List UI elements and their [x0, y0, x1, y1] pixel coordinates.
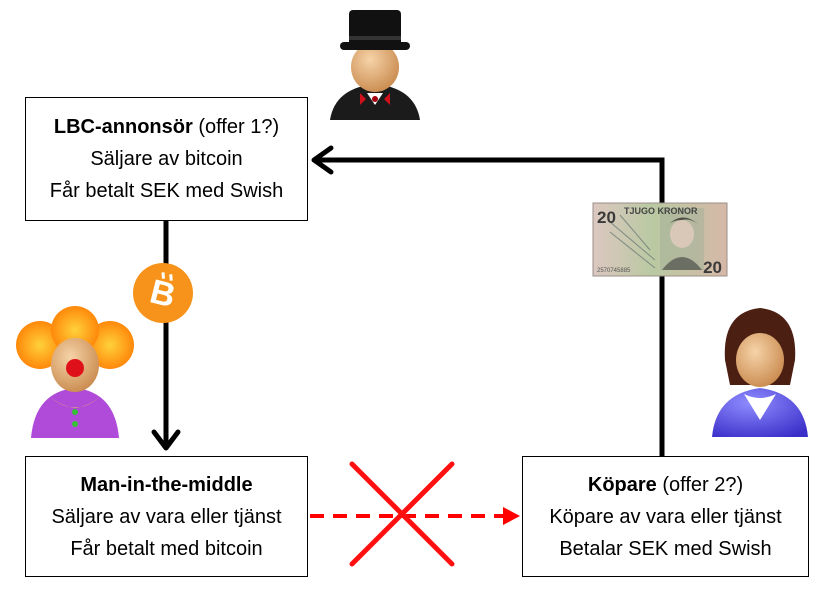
buyer-box: Köpare (offer 2?) Köpare av vara eller t…	[522, 456, 809, 577]
mitm-payment: Får betalt med bitcoin	[70, 537, 263, 560]
clown-avatar	[16, 306, 134, 438]
top-hat-man-avatar	[330, 10, 420, 120]
red-cross-icon	[349, 461, 455, 567]
banknote-value-left: 20	[597, 208, 616, 227]
mitm-role: Säljare av vara eller tjänst	[51, 505, 282, 528]
lbc-advertiser-box: LBC-annonsör (offer 1?) Säljare av bitco…	[25, 97, 308, 221]
cancelled-arrow	[310, 507, 520, 525]
bitcoin-flow-arrow	[151, 221, 181, 451]
buyer-role: Köpare av vara eller tjänst	[549, 505, 782, 528]
banknote-value-right: 20	[703, 258, 722, 277]
banknote-image	[592, 202, 728, 277]
lbc-role: Säljare av bitcoin	[90, 148, 243, 170]
buyer-payment: Betalar SEK med Swish	[559, 537, 772, 560]
lbc-title: LBC-annonsör (offer 1?)	[54, 111, 279, 143]
buyer-avatar	[712, 308, 808, 437]
bitcoin-icon: B	[133, 263, 193, 323]
swish-payment-arrow	[311, 145, 665, 456]
buyer-title-bold: Köpare	[587, 473, 657, 496]
lbc-payment: Får betalt SEK med Swish	[49, 180, 284, 202]
mitm-title: Man-in-the-middle	[80, 473, 253, 496]
lbc-title-bold: LBC-annonsör	[53, 116, 193, 138]
buyer-title: Köpare (offer 2?)	[588, 469, 743, 501]
banknote-text: TJUGO KRONOR	[624, 206, 698, 216]
man-in-the-middle-box: Man-in-the-middle Säljare av vara eller …	[25, 456, 308, 577]
buyer-title-rest: (offer 2?)	[656, 473, 744, 496]
lbc-title-rest: (offer 1?)	[192, 116, 280, 138]
banknote-serial: 2570745885	[597, 268, 631, 274]
